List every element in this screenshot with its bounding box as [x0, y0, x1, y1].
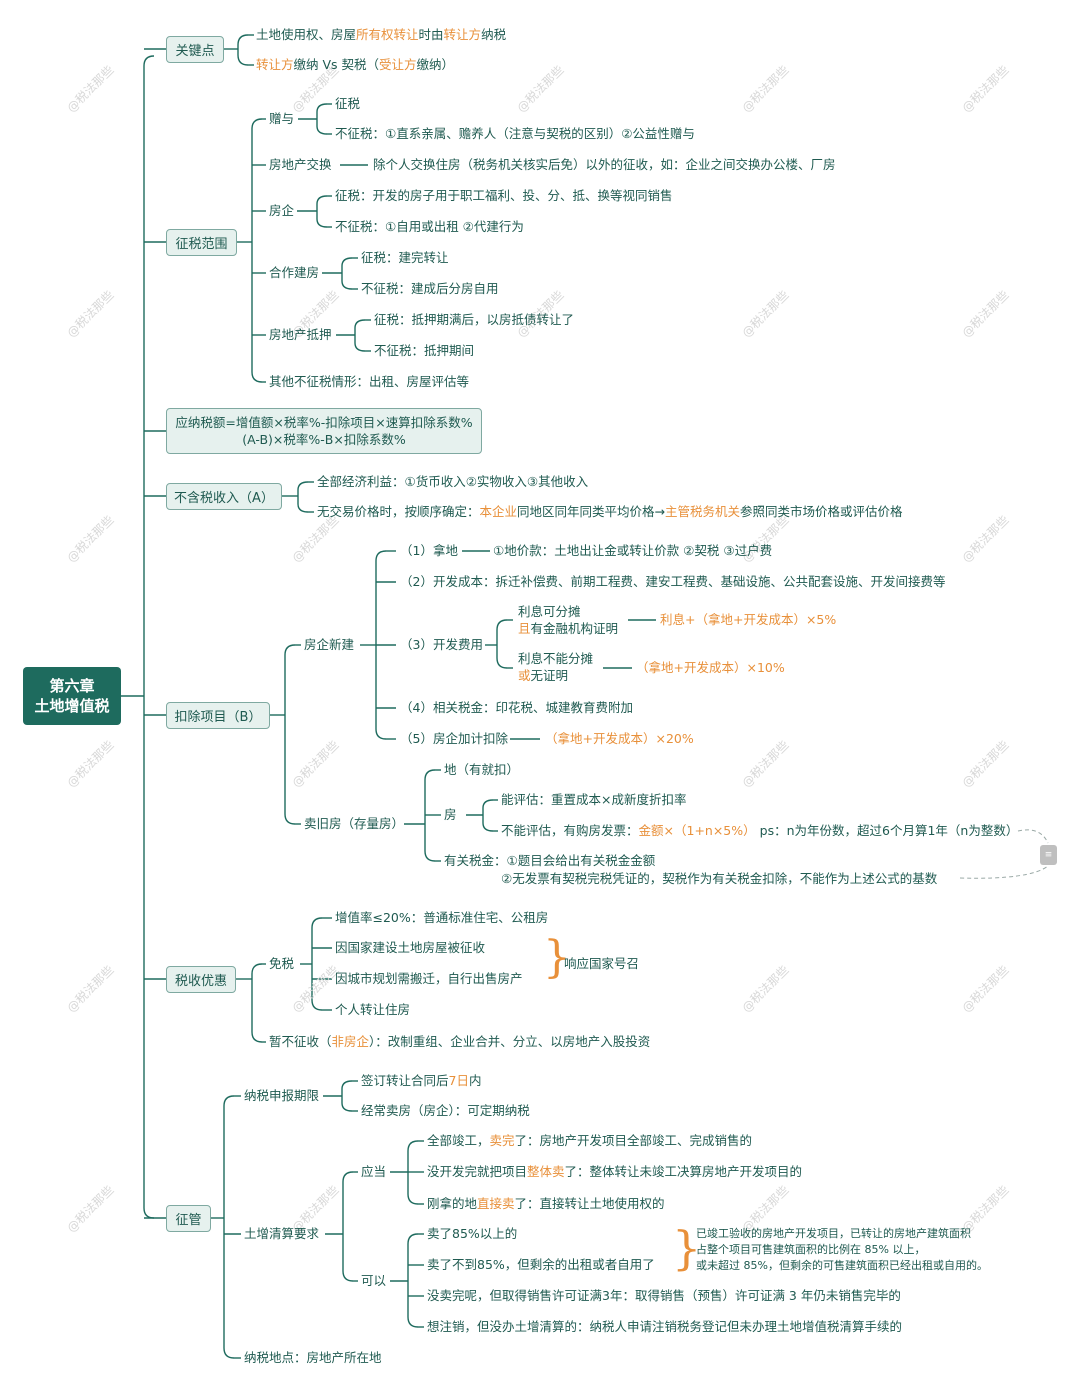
scope-other: 其他不征税情形：出租、房屋评估等 — [269, 374, 470, 389]
admin-may-2: 卖了不到85%，但剩余的出租或者自用了 — [427, 1257, 655, 1272]
formula-line2: (A-B)×税率%-B×扣除系数% — [242, 432, 406, 447]
scope-coop: 合作建房 — [269, 265, 320, 280]
deduct-item-3b-line1: 利息不能分摊 — [518, 651, 594, 666]
scope-gift: 赠与 — [269, 111, 295, 126]
brace-icon: } — [672, 1221, 702, 1275]
pref-exempt-2: 因国家建设土地房屋被征收 — [335, 940, 486, 955]
scope-gift-notax: 不征税：①直系亲属、赡养人（注意与契税的区别）②公益性赠与 — [335, 126, 695, 141]
pref-exempt: 免税 — [269, 956, 295, 971]
scope-developer: 房企 — [269, 203, 295, 218]
branch-tax-scope[interactable]: 征税范围 — [166, 229, 237, 256]
admin-must-1: 全部竣工，卖完了：房地产开发项目全部竣工、完成销售的 — [427, 1133, 753, 1148]
deduct-item-2: （2）开发成本：拆迁补偿费、前期工程费、建安工程费、基础设施、公共配套设施、开发… — [400, 574, 946, 589]
branch-preference[interactable]: 税收优惠 — [166, 966, 236, 993]
deduct-house-appraisable: 能评估：重置成本×成新度折扣率 — [501, 792, 687, 807]
admin-may-note-2: 占整个项目可售建筑面积的比例在 85% 以上， — [696, 1243, 926, 1256]
pref-exempt-1: 增值率≤20%：普通标准住宅、公租房 — [335, 910, 549, 925]
scope-coop-notax: 不征税：建成后分房自用 — [361, 281, 499, 296]
pref-brace-note: 响应国家号召 — [564, 956, 640, 971]
deduct-item-1: （1）拿地 — [400, 543, 458, 558]
admin-period-1: 签订转让合同后7日内 — [361, 1073, 482, 1088]
admin-settle: 土增清算要求 — [244, 1226, 320, 1241]
income-line-2: 无交易价格时，按顺序确定：本企业同地区同年同类平均价格→主管税务机关参照同类市场… — [317, 504, 903, 519]
scope-developer-tax: 征税：开发的房子用于职工福利、投、分、抵、换等视同销售 — [335, 188, 673, 203]
branch-deduction[interactable]: 扣除项目（B） — [166, 702, 270, 729]
formula-line1: 应纳税额=增值额×税率%-扣除项目×速算扣除系数% — [175, 415, 473, 430]
deduct-item-3a-result: 利息+（拿地+开发成本）×5% — [660, 612, 837, 627]
formula-box[interactable]: 应纳税额=增值额×税率%-扣除项目×速算扣除系数% (A-B)×税率%-B×扣除… — [166, 408, 482, 454]
admin-may-4: 想注销，但没办土增清算的：纳税人申请注销税务登记但未办理土地增值税清算手续的 — [427, 1319, 903, 1334]
admin-period: 纳税申报期限 — [244, 1088, 320, 1103]
scope-mortgage: 房地产抵押 — [269, 327, 332, 342]
deduct-old-house: 卖旧房（存量房） — [304, 816, 405, 831]
admin-may: 可以 — [361, 1273, 387, 1288]
pref-defer: 暂不征收（非房企）：改制重组、企业合并、分立、以房地产入股投资 — [269, 1034, 651, 1049]
deduct-item-1-desc: ①地价款：土地出让金或转让价款 ②契税 ③过户费 — [493, 543, 773, 558]
admin-may-note-3: 或未超过 85%，但剩余的可售建筑面积已经出租或自用的。 — [696, 1259, 988, 1272]
admin-may-note-1: 已竣工验收的房地产开发项目，已转让的房地产建筑面积 — [696, 1227, 971, 1240]
branch-income[interactable]: 不含税收入（A） — [166, 483, 282, 510]
root-title-line1: 第六章 — [49, 677, 95, 695]
scope-exchange: 房地产交换 — [269, 157, 332, 172]
admin-may-3: 没卖完呢，但取得销售许可证满3年：取得销售（预售）许可证满 3 年仍未销售完毕的 — [427, 1288, 901, 1303]
branch-administration[interactable]: 征管 — [166, 1205, 211, 1232]
deduct-taxes-line1: 有关税金：①题目会给出有关税金金额 — [444, 853, 656, 868]
brace-icon: } — [543, 932, 571, 983]
deduct-house-invoice: 不能评估，有购房发票：金额×（1+n×5%） ps：n为年份数，超过6个月算1年… — [501, 823, 1019, 838]
admin-must-3: 刚拿的地直接卖了：直接转让土地使用权的 — [427, 1196, 665, 1211]
deduct-item-3b-result: （拿地+开发成本）×10% — [636, 660, 785, 675]
deduct-item-5: （5）房企加计扣除 — [400, 731, 508, 746]
income-line-1: 全部经济利益：①货币收入②实物收入③其他收入 — [317, 474, 589, 489]
deduct-taxes-line2: ②无发票有契税完税凭证的，契税作为有关税金扣除，不能作为上述公式的基数 — [501, 871, 938, 886]
note-icon[interactable]: ≡ — [1040, 845, 1057, 865]
scope-gift-tax: 征税 — [335, 96, 361, 111]
key-line-1: 土地使用权、房屋所有权转让时由转让方纳税 — [256, 27, 507, 42]
pref-exempt-4: 个人转让住房 — [335, 1002, 411, 1017]
pref-exempt-3: 因城市规划需搬迁，自行出售房产 — [335, 971, 523, 986]
admin-may-1: 卖了85%以上的 — [427, 1226, 518, 1241]
scope-exchange-desc: 除个人交换住房（税务机关核实后免）以外的征收，如：企业之间交换办公楼、厂房 — [373, 157, 836, 172]
admin-must-2: 没开发完就把项目整体卖了：整体转让未竣工决算房地产开发项目的 — [427, 1164, 803, 1179]
scope-mortgage-tax: 征税：抵押期满后，以房抵债转让了 — [374, 312, 575, 327]
admin-period-2: 经常卖房（房企）：可定期纳税 — [361, 1103, 530, 1118]
scope-coop-tax: 征税：建完转让 — [361, 250, 449, 265]
deduct-item-3: （3）开发费用 — [400, 637, 483, 652]
deduct-new-build: 房企新建 — [304, 637, 355, 652]
key-line-2: 转让方缴纳 Vs 契税（受让方缴纳） — [256, 57, 455, 72]
admin-must: 应当 — [361, 1164, 387, 1179]
deduct-item-3a-line1: 利息可分摊 — [518, 604, 581, 619]
deduct-land: 地（有就扣） — [444, 762, 520, 777]
scope-developer-notax: 不征税：①自用或出租 ②代建行为 — [335, 219, 524, 234]
deduct-house: 房 — [444, 807, 457, 822]
deduct-item-3b-line2: 或无证明 — [518, 668, 569, 683]
deduct-item-5-result: （拿地+开发成本）×20% — [545, 731, 694, 746]
deduct-item-3a-line2: 且有金融机构证明 — [518, 621, 619, 636]
root-node[interactable]: 第六章 土地增值税 — [23, 667, 121, 725]
root-title-line2: 土地增值税 — [34, 697, 110, 715]
admin-place: 纳税地点：房地产所在地 — [244, 1350, 382, 1365]
branch-key-points[interactable]: 关键点 — [166, 36, 224, 63]
deduct-item-4: （4）相关税金：印花税、城建教育费附加 — [400, 700, 633, 715]
scope-mortgage-notax: 不征税：抵押期间 — [374, 343, 475, 358]
